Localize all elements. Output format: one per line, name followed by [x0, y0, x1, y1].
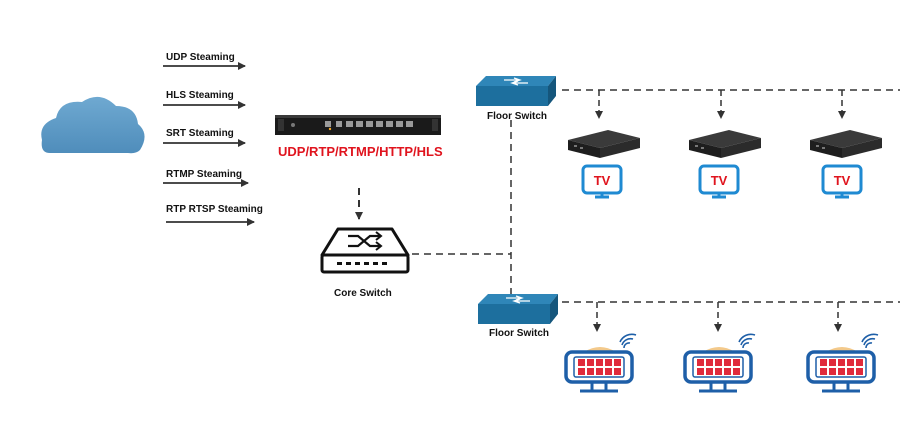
core-switch-icon [320, 227, 410, 274]
stream-arrows [163, 62, 255, 226]
set-top-box-icon-3 [810, 130, 882, 158]
drop-arrows [593, 90, 846, 332]
smart-display-icon-3 [806, 332, 880, 393]
floor-switch-icon-1 [475, 75, 557, 107]
tv-icon-1: TV [581, 164, 623, 199]
floor-switch-label-1: Floor Switch [487, 111, 547, 122]
svg-text:TV: TV [834, 173, 851, 188]
encoder-protocols-label: UDP/RTP/RTMP/HTTP/HLS [278, 144, 443, 159]
stream-label-hls: HLS Steaming [166, 90, 234, 101]
svg-text:TV: TV [711, 173, 728, 188]
floor-switch-label-2: Floor Switch [489, 328, 549, 339]
svg-text:TV: TV [594, 173, 611, 188]
encoder-server-icon [275, 115, 441, 135]
smart-display-icon-1 [564, 332, 638, 393]
core-switch-label: Core Switch [334, 288, 392, 299]
set-top-box-icon-2 [689, 130, 761, 158]
stream-label-rtsp: RTP RTSP Steaming [166, 204, 263, 215]
stream-label-srt: SRT Steaming [166, 128, 234, 139]
network-links [412, 89, 900, 303]
stream-label-rtmp: RTMP Steaming [166, 169, 242, 180]
cloud-icon [41, 96, 145, 154]
floor-switch-icon-2 [477, 293, 559, 325]
set-top-box-icon-1 [568, 130, 640, 158]
tv-icon-2: TV [698, 164, 740, 199]
smart-display-icon-2 [683, 332, 757, 393]
stream-label-udp: UDP Steaming [166, 52, 235, 63]
tv-icon-3: TV [821, 164, 863, 199]
